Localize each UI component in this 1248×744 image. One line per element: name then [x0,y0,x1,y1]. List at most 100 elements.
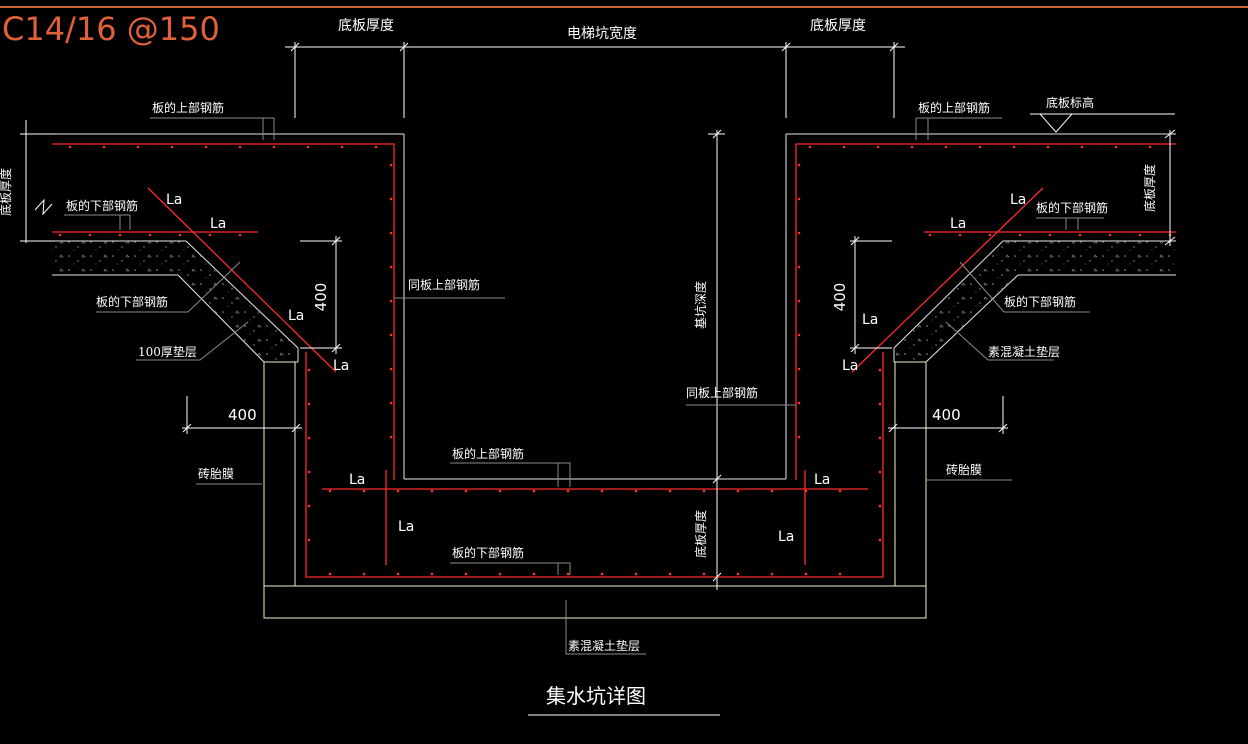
rebar-dot [838,489,842,493]
rebar-dot [307,436,311,440]
rebar-dot [396,489,400,493]
rebar-dot [876,145,880,149]
rebar-dot [842,145,846,149]
rebar-dot [148,233,152,237]
rebar-dot [170,145,174,149]
rebar-dots [58,145,1172,576]
left-horizontal-400-label: 400 [228,406,257,424]
rebar-dot [328,489,332,493]
rebar-dot [389,231,393,235]
rebar-dot [1048,233,1052,237]
pit-depth-dimension [708,129,725,590]
rebar-dot [797,401,801,405]
top-right-thickness-label: 底板厚度 [810,18,866,34]
rebar-dot [389,401,393,405]
rebar-dot [1046,145,1050,149]
right-slope-bottom-rebar-label: 板的下部钢筋 [1004,294,1076,309]
rebar-dot [797,265,801,269]
base-cushion-label: 素混凝土垫层 [568,638,640,653]
same-plate-top-rebar-left-label: 同板上部钢筋 [408,277,480,292]
rebar-dot [272,145,276,149]
rebar-dot [878,368,882,372]
rebar-dot [634,489,638,493]
la-label-5: La [349,472,365,488]
rebar-dot [1148,145,1152,149]
base-cushion-layer [263,585,927,619]
left-vertical-400-label: 400 [312,283,330,312]
rebar-dot [389,197,393,201]
right-plate-bottom-rebar-label: 板的下部钢筋 [1036,200,1108,215]
left-plate-bottom-rebar-label: 板的下部钢筋 [66,198,138,213]
rebar-dot [736,572,740,576]
right-brick-form-wall [894,361,927,587]
rebar-dot [668,489,672,493]
rebar-dot [306,145,310,149]
rebar-dot [238,233,242,237]
rebar-dot [910,145,914,149]
rebar-dot [928,233,932,237]
pit-depth-label: 基坑深度 [693,281,708,329]
rebar-dot [978,145,982,149]
rebar-dot [736,489,740,493]
rebar-dot [328,572,332,576]
rebar-dot [498,572,502,576]
left-brick-form-wall [263,361,296,587]
rebar-dot [389,163,393,167]
rebar-dot [430,489,434,493]
leader-base-cushion [565,600,646,655]
rebar-dot [566,572,570,576]
elevation-marker [1030,113,1175,133]
rebar-dot [389,333,393,337]
rebar-dot [797,435,801,439]
leader-left-top-rebar [150,117,275,140]
rebar-dot [702,572,706,576]
la-label-4: La [333,358,349,374]
rebar-dot [307,538,311,542]
left-thickness-dimension [20,120,55,243]
left-plate-top-rebar-label: 板的上部钢筋 [152,100,224,115]
rebar-dot [804,489,808,493]
top-dimension-line [285,42,905,118]
rebar-dot [307,402,311,406]
la-label-12: La [778,529,794,545]
right-horizontal-400-dimension [888,396,1008,434]
la-label-9: La [862,312,878,328]
rebar-dot [944,145,948,149]
rebar-dot [204,145,208,149]
right-plate-top-rebar-label: 板的上部钢筋 [918,100,990,115]
rebar-dot [208,233,212,237]
rebar-dot [797,299,801,303]
rebar-dot [389,299,393,303]
rebar-dot [58,233,62,237]
leader-pit-floor-bottom [450,562,571,575]
rebar-dot [797,231,801,235]
top-pit-width-label: 电梯坑宽度 [567,25,637,42]
rebar-dot [797,333,801,337]
pit-bottom-thickness-label: 底板厚度 [693,510,708,558]
la-label-10: La [842,358,858,374]
rebar-dot [878,470,882,474]
rebar-dot [600,489,604,493]
la-label-2: La [210,216,226,232]
same-plate-top-rebar-right-label: 同板上部钢筋 [686,385,758,400]
la-label-7: La [1010,192,1026,208]
rebar-dot [1114,145,1118,149]
leader-pit-floor-top [450,462,571,487]
drawing-title: 集水坑详图 [546,684,646,708]
rebar-dot [1078,233,1082,237]
rebar-dot [600,572,604,576]
rebar-dot [238,145,242,149]
rebar-dot [102,145,106,149]
rebar-dot [362,489,366,493]
pit-floor-bottom-rebar-label: 板的下部钢筋 [452,545,524,560]
right-brick-form-label: 砖胎膜 [946,462,982,477]
bottom-elevation-label: 底板标高 [1046,95,1094,110]
rebar-dot [118,233,122,237]
la-label-11: La [814,472,830,488]
left-cushion-layer [52,241,298,362]
rebar-dot [634,572,638,576]
right-cushion-layer [894,241,1176,362]
rebar-dot [808,145,812,149]
pit-floor-top-rebar-label: 板的上部钢筋 [452,446,524,461]
